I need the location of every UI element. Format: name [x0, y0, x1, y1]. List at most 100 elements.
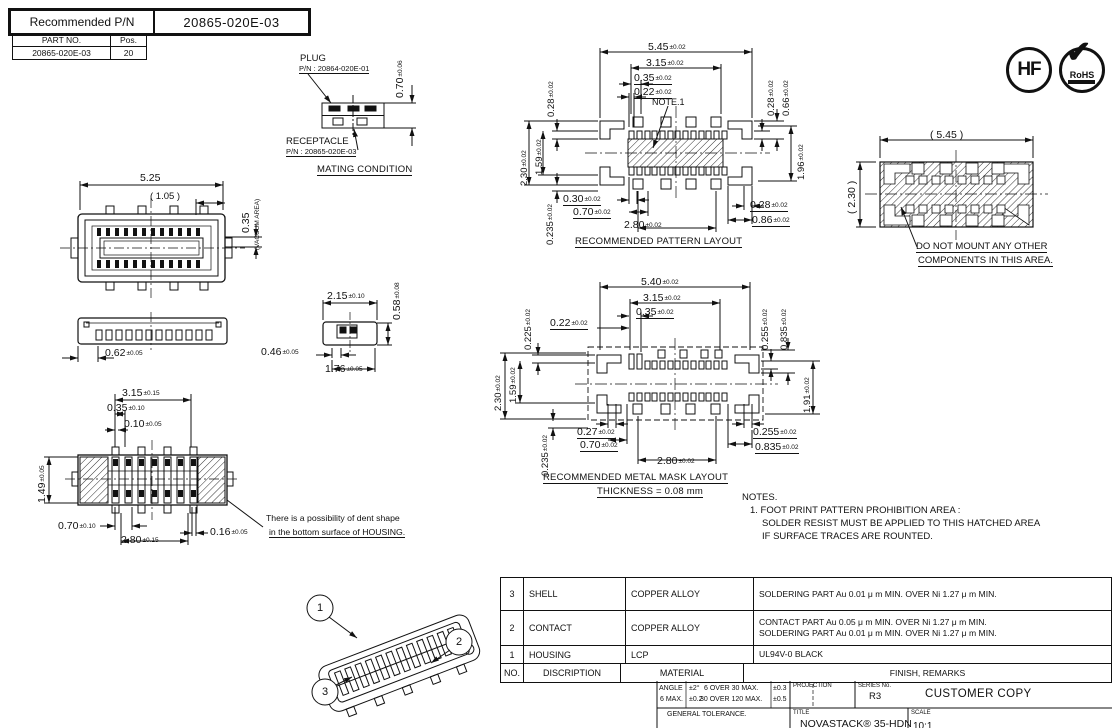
dim-mask-b070: 0.70±0.02: [580, 439, 618, 452]
pattern-layout-title: RECOMMENDED PATTERN LAYOUT: [575, 236, 743, 248]
tb-scale-label: SCALE: [911, 710, 931, 716]
notes-line2: SOLDER RESIST MUST BE APPLIED TO THIS HA…: [762, 518, 1041, 529]
hf-label: HF: [1017, 59, 1041, 80]
dim-mask-b0255: 0.255±0.02: [753, 426, 797, 439]
notes-line1: 1. FOOT PRINT PATTERN PROHIBITION AREA :: [750, 505, 961, 516]
pos-header: Pos.: [119, 35, 137, 45]
rohs-subtext-bar: [1068, 80, 1095, 84]
table-row-housing: 1 HOUSING LCP UL94V-0 BLACK: [501, 645, 1111, 663]
tb-a2: 6 OVER 30 MAX.: [704, 685, 759, 692]
dim-mask-l0235: 0.235±0.02: [540, 435, 551, 476]
tb-projection-label: PROJECTION: [793, 683, 832, 689]
rohs-compliant-icon: ✔ RoHS: [1059, 38, 1105, 93]
tb-series-value: R3: [869, 691, 882, 702]
dent-note-line2: in the bottom surface of HOUSING.: [269, 527, 406, 538]
dim-end-inner: 0.46±0.05: [261, 346, 299, 358]
checkmark-icon: ✔: [1066, 36, 1092, 69]
dim-pat-315: 3.15±0.02: [646, 57, 684, 69]
table-row-shell: 3 SHELL COPPER ALLOY SOLDERING PART Au 0…: [501, 578, 1111, 610]
dim-mask-b027: 0.27±0.02: [577, 426, 615, 439]
balloon-1: 1: [316, 602, 324, 614]
receptacle-pn: P/N : 20865-020E-03: [286, 147, 357, 157]
tb-b4: ±0.5: [773, 696, 787, 703]
dim-bottom-315: 3.15±0.15: [122, 387, 160, 399]
pos-value: 20: [123, 48, 134, 58]
notes-heading: NOTES.: [742, 492, 778, 503]
dim-pat-b280: 2.80±0.02: [624, 219, 662, 231]
tb-b1: 6 MAX.: [660, 696, 683, 703]
dim-top-width: 5.25: [140, 172, 161, 184]
dim-mask-r0255: 0.255±0.02: [760, 309, 771, 350]
rohs-label: RoHS: [1069, 70, 1095, 80]
balloon-3: 3: [321, 686, 329, 698]
tb-scale-value: 10:1: [913, 721, 933, 728]
note1-ref: NOTE.1: [652, 97, 685, 107]
dim-bottom-010: 0.10±0.05: [124, 418, 162, 430]
dim-bottom-149: 1.49±0.05: [36, 465, 48, 503]
prohibit-note-line2: COMPONENTS IN THIS AREA.: [918, 255, 1053, 267]
part-no-value: 20865-020E-03: [13, 47, 111, 59]
tb-angle: ANGLE: [659, 685, 683, 692]
recommended-pn-value: 20865-020E-03: [183, 14, 280, 30]
tb-title-label: TITLE: [793, 710, 810, 716]
table-row-contact: 2 CONTACT COPPER ALLOY CONTACT PART Au 0…: [501, 610, 1111, 645]
dim-end-height: 0.58±0.08: [391, 282, 403, 320]
dim-prohibit-w: ( 5.45 ): [930, 129, 964, 141]
dim-pat-r066: 0.66±0.02: [781, 80, 792, 116]
tb-general-tolerance: GENERAL TOLERANCE.: [667, 711, 747, 718]
tb-a3: ±0.3: [773, 685, 787, 692]
dim-end-width: 2.15±0.10: [327, 290, 365, 302]
notes-line3: IF SURFACE TRACES ARE ROUNTED.: [762, 531, 933, 542]
mating-condition-title: MATING CONDITION: [317, 164, 413, 176]
dim-pat-r028: 0.28±0.02: [766, 80, 777, 116]
recommended-pn-label: Recommended P/N: [11, 11, 155, 33]
dim-mating-height: 0.70±0.06: [394, 60, 406, 98]
dim-bottom-035: 0.35±0.10: [107, 402, 145, 414]
dim-prohibit-h: ( 2.30 ): [846, 180, 858, 214]
prohibit-note-line1: DO NOT MOUNT ANY OTHER: [916, 241, 1048, 253]
dim-mask-l230: 2.30±0.02: [493, 375, 504, 411]
recommended-pn-box: Recommended P/N 20865-020E-03: [8, 8, 311, 36]
mask-layout-title: RECOMMENDED METAL MASK LAYOUT: [543, 472, 729, 484]
tb-a1: ±2°: [689, 685, 700, 692]
dim-pat-022: 0.22±0.02: [634, 86, 672, 99]
dim-mask-035: 0.35±0.02: [636, 306, 674, 319]
vacuum-area-note: (VACUUM AREA): [254, 198, 261, 250]
plug-label: PLUG: [300, 53, 326, 64]
tb-title-value: NOVASTACK® 35-HDN: [800, 718, 912, 728]
dim-pat-l159: 1.59±0.02: [534, 139, 545, 175]
dim-pat-l230: 2.30±0.02: [519, 150, 530, 186]
mask-thickness: THICKNESS = 0.08 mm: [597, 486, 703, 498]
tb-customer-copy: CUSTOMER COPY: [925, 688, 1032, 700]
dim-mask-540: 5.40±0.02: [641, 276, 679, 288]
part-number-table: PART NO. Pos. 20865-020E-03 20: [12, 33, 147, 60]
dent-note-line1: There is a possibility of dent shape: [266, 513, 400, 523]
dim-pat-b030: 0.30±0.02: [563, 193, 601, 206]
dim-mask-l0225: 0.225±0.02: [523, 309, 534, 350]
halogen-free-icon: HF: [1006, 47, 1052, 93]
balloon-2: 2: [455, 636, 463, 648]
dim-mask-022: 0.22±0.02: [550, 317, 588, 330]
dim-pat-b028: 0.28±0.02: [750, 199, 788, 212]
dim-bottom-016: 0.16±0.05: [210, 526, 248, 538]
dim-mask-b0835: 0.835±0.02: [755, 441, 799, 454]
dim-side: 0.62±0.05: [105, 347, 143, 359]
tb-b2: ±0.2: [689, 696, 703, 703]
dim-vacuum-width: 0.35: [240, 212, 252, 233]
tb-series-label: SERIES No.: [858, 683, 892, 689]
parts-material-table: 3 SHELL COPPER ALLOY SOLDERING PART Au 0…: [500, 577, 1112, 683]
tb-b3: 30 OVER 120 MAX.: [700, 696, 763, 703]
dim-mask-315: 3.15±0.02: [643, 292, 681, 304]
dim-bottom-070: 0.70±0.10: [58, 520, 96, 532]
dim-end-base: 1.76±0.05: [325, 363, 363, 375]
dim-pat-b070: 0.70±0.02: [573, 206, 611, 219]
dim-pat-035: 0.35±0.02: [634, 72, 672, 85]
plug-pn: P/N : 20864-020E-01: [299, 64, 370, 74]
dim-mask-l159: 1.59±0.02: [508, 367, 519, 403]
dim-pat-r196: 1.96±0.02: [796, 144, 807, 180]
dim-pat-b086: 0.86±0.02: [752, 214, 790, 227]
dim-top-offset: ( 1.05 ): [150, 191, 181, 202]
dim-pat-545: 5.45±0.02: [648, 41, 686, 53]
